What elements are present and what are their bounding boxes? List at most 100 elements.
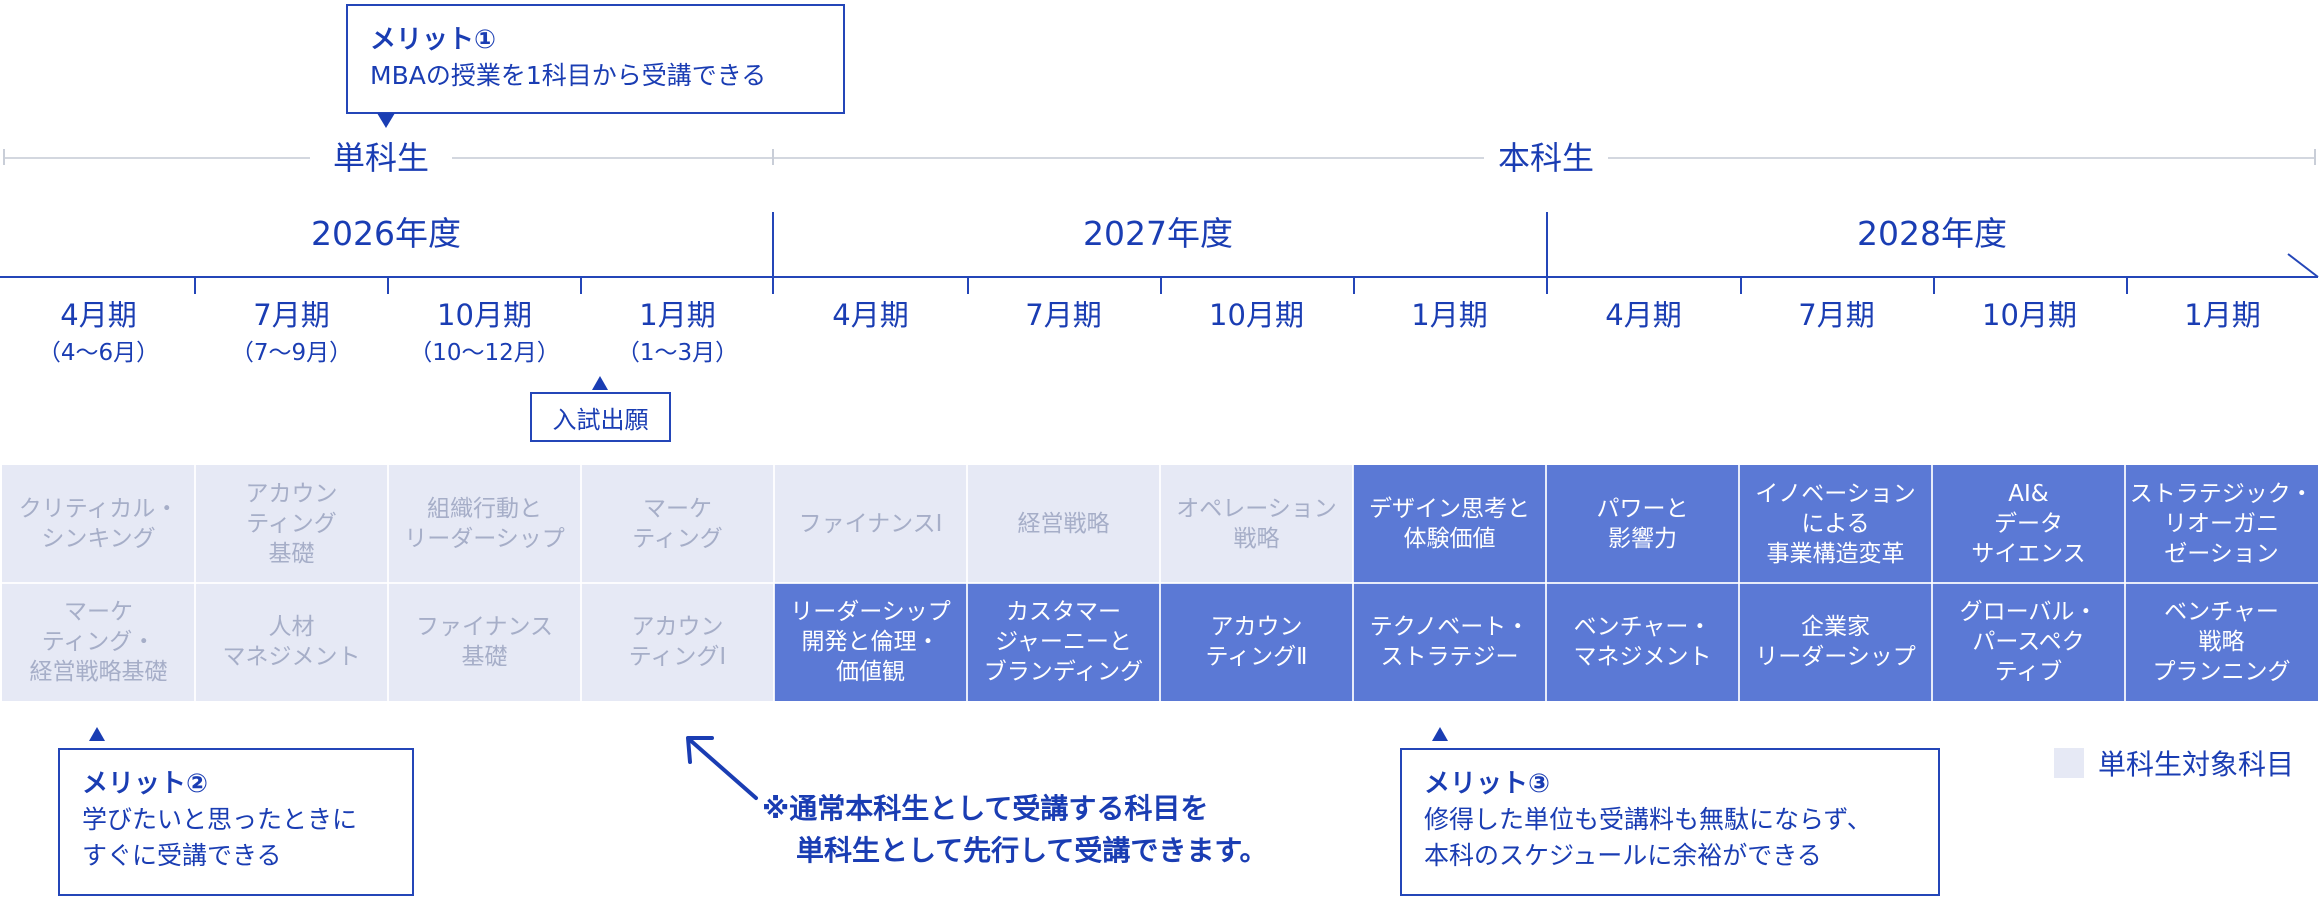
course-cell: パワーと 影響力 xyxy=(1546,465,1739,583)
course-cell: カスタマー ジャーニーと ブランディング xyxy=(967,583,1160,701)
note-arrow-icon xyxy=(686,736,758,800)
course-grid: クリティカル・ シンキング アカウン ティング 基礎 組織行動と リーダーシップ… xyxy=(2,465,2318,703)
single-status-line-left xyxy=(4,157,310,159)
year-divider-2028 xyxy=(1546,212,1548,278)
period-label: 4月期 xyxy=(832,298,909,332)
period-tick xyxy=(2126,276,2128,294)
grid-col-divider xyxy=(1931,465,1933,701)
period-tick xyxy=(1740,276,1742,294)
course-cell: ストラテジック・ リオーガニ ゼーション xyxy=(2125,465,2318,583)
legend: 単科生対象科目 xyxy=(2054,746,2295,781)
merit-3-title: メリット③ xyxy=(1424,769,1551,799)
merit-1-title: メリット① xyxy=(370,25,497,55)
period-tick xyxy=(967,276,969,294)
regular-status-line-left xyxy=(774,157,1484,159)
period-label: 7月期 xyxy=(1798,298,1875,332)
exam-application-badge: 入試出願 xyxy=(530,392,671,442)
course-cell: 経営戦略 xyxy=(967,465,1160,583)
course-cell: アカウン ティングⅠ xyxy=(581,583,774,701)
period-tick xyxy=(1933,276,1935,294)
year-2027: 2027年度 xyxy=(1083,214,1233,253)
grid-col-divider xyxy=(2124,465,2126,701)
course-cell: 人材 マネジメント xyxy=(195,583,388,701)
timeline-arrow-icon xyxy=(2287,253,2319,278)
single-student-label: 単科生 xyxy=(332,139,429,177)
course-cell: イノベーション による 事業構造変革 xyxy=(1739,465,1932,583)
grid-col-divider xyxy=(1352,465,1354,701)
course-cell: 組織行動と リーダーシップ xyxy=(388,465,581,583)
regular-status-line-right xyxy=(1608,157,2316,159)
legend-swatch xyxy=(2054,748,2084,778)
period-label: 1月期 xyxy=(2184,298,2261,332)
grid-col-divider xyxy=(1545,465,1547,701)
merit-2-title: メリット② xyxy=(82,769,209,799)
grid-col-divider xyxy=(387,465,389,701)
year-2026: 2026年度 xyxy=(311,214,461,253)
timeline-axis xyxy=(0,276,2318,278)
course-cell: AI& データ サイエンス xyxy=(1932,465,2125,583)
merit-2-line-1: 学びたいと思ったときに xyxy=(82,805,358,834)
merit-2-callout: メリット② 学びたいと思ったときに すぐに受講できる xyxy=(58,748,414,896)
grid-col-divider xyxy=(966,465,968,701)
period-label: 10月期 xyxy=(1209,298,1304,332)
period-tick xyxy=(1353,276,1355,294)
regular-student-label: 本科生 xyxy=(1497,139,1594,177)
period-label: 7月期 xyxy=(1025,298,1102,332)
period-label: 7月期 xyxy=(253,298,330,332)
course-cell: マーケ ティング xyxy=(581,465,774,583)
grid-col-divider xyxy=(1738,465,1740,701)
exam-pointer-icon xyxy=(592,376,608,390)
period-label: 4月期 xyxy=(60,298,137,332)
course-cell: 企業家 リーダーシップ xyxy=(1739,583,1932,701)
course-cell: アカウン ティングⅡ xyxy=(1160,583,1353,701)
period-range-label: （7〜9月） xyxy=(230,340,353,366)
period-range-label: （10〜12月） xyxy=(409,340,560,366)
year-divider-2027 xyxy=(772,212,774,278)
grid-col-divider xyxy=(194,465,196,701)
period-label: 10月期 xyxy=(437,298,532,332)
merit-3-pointer-icon xyxy=(1432,727,1448,741)
merit-3-line-2: 本科のスケジュールに余裕ができる xyxy=(1424,841,1822,870)
legend-label: 単科生対象科目 xyxy=(2098,748,2295,781)
course-cell: デザイン思考と 体験価値 xyxy=(1353,465,1546,583)
period-label: 1月期 xyxy=(1411,298,1488,332)
period-range-label: （4〜6月） xyxy=(37,340,160,366)
note-text: ※通常本科生として受講する科目を 単科生として先行して受講できます。 xyxy=(762,788,1268,872)
course-cell: クリティカル・ シンキング xyxy=(2,465,195,583)
course-cell: ファイナンスⅠ xyxy=(774,465,967,583)
note-line-1: ※通常本科生として受講する科目を xyxy=(762,792,1209,825)
single-status-line-right xyxy=(452,157,772,159)
period-range-label: （1〜3月） xyxy=(616,340,739,366)
course-cell: ファイナンス 基礎 xyxy=(388,583,581,701)
exam-application-label: 入試出願 xyxy=(552,405,649,434)
course-cell: グローバル・ パースペク ティブ xyxy=(1932,583,2125,701)
course-cell: マーケ ティング・ 経営戦略基礎 xyxy=(2,583,195,701)
grid-col-divider xyxy=(1159,465,1161,701)
status-tick-start xyxy=(3,149,5,165)
course-cell: テクノベート・ ストラテジー xyxy=(1353,583,1546,701)
period-tick xyxy=(1546,276,1548,294)
merit-3-callout: メリット③ 修得した単位も受講料も無駄にならず、 本科のスケジュールに余裕ができ… xyxy=(1400,748,1940,896)
period-label: 4月期 xyxy=(1605,298,1682,332)
period-tick xyxy=(580,276,582,294)
merit-2-line-2: すぐに受講できる xyxy=(82,841,282,870)
grid-col-divider xyxy=(580,465,582,701)
course-cell: アカウン ティング 基礎 xyxy=(195,465,388,583)
course-cell: オペレーション 戦略 xyxy=(1160,465,1353,583)
period-tick xyxy=(1160,276,1162,294)
course-cell: ベンチャー 戦略 プランニング xyxy=(2125,583,2318,701)
merit-2-pointer-icon xyxy=(89,727,105,741)
grid-col-divider xyxy=(773,465,775,701)
merit-1-callout: メリット① MBAの授業を1科目から受講できる xyxy=(346,4,845,114)
status-tick-end xyxy=(2314,149,2316,165)
period-tick xyxy=(387,276,389,294)
merit-1-pointer-icon xyxy=(377,113,395,128)
merit-3-line-1: 修得した単位も受講料も無駄にならず、 xyxy=(1424,805,1872,834)
period-tick xyxy=(772,276,774,294)
course-cell: ベンチャー・ マネジメント xyxy=(1546,583,1739,701)
course-cell: リーダーシップ 開発と倫理・ 価値観 xyxy=(774,583,967,701)
merit-1-body: MBAの授業を1科目から受講できる xyxy=(370,61,767,90)
period-label: 10月期 xyxy=(1982,298,2077,332)
year-2028: 2028年度 xyxy=(1857,214,2007,253)
period-tick xyxy=(194,276,196,294)
